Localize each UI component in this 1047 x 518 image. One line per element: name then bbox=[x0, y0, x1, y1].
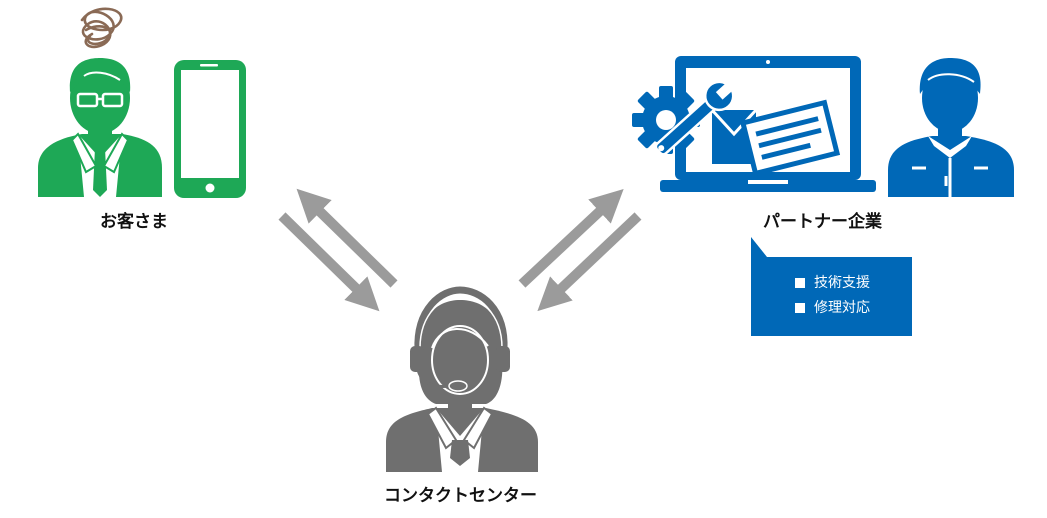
square-bullet-icon bbox=[795, 278, 805, 288]
partner-worker-icon bbox=[888, 58, 1014, 197]
arrow-partner-to-center bbox=[537, 212, 642, 312]
arrow-customer-to-center bbox=[278, 212, 380, 312]
gear-wrench-icon bbox=[632, 80, 736, 156]
partner-label: パートナー企業 bbox=[763, 212, 882, 232]
square-bullet-icon bbox=[795, 303, 805, 313]
customer-label: お客さま bbox=[100, 212, 168, 232]
customer-businessman-icon bbox=[38, 58, 162, 197]
arrow-center-to-customer bbox=[296, 188, 398, 288]
smartphone-icon bbox=[174, 60, 246, 198]
service-item: 修理対応 bbox=[795, 296, 912, 321]
operator-headset-icon bbox=[386, 286, 538, 472]
service-item: 技術支援 bbox=[795, 271, 912, 296]
center-label: コンタクトセンター bbox=[384, 486, 537, 506]
partner-services-callout: 技術支援 修理対応 bbox=[751, 237, 912, 336]
arrow-center-to-partner bbox=[518, 188, 624, 288]
worry-scribble-icon bbox=[80, 7, 123, 49]
